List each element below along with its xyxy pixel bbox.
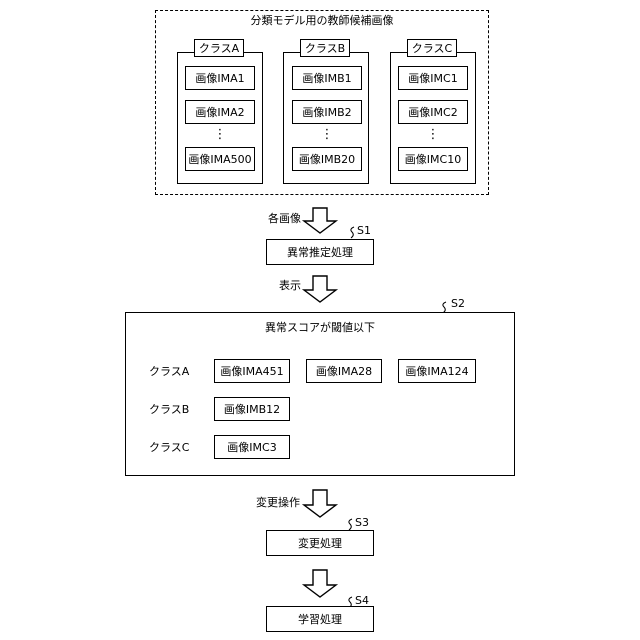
step-ref-s4: S4	[355, 595, 369, 606]
ref-line	[351, 227, 354, 238]
step-box-s1: 異常推定処理	[266, 239, 374, 265]
arrow-label: 表示	[279, 280, 301, 291]
down-arrow-icon	[304, 208, 336, 233]
result-item: 画像IMA124	[398, 359, 476, 383]
result-item: 画像IMA451	[214, 359, 290, 383]
result-item: 画像IMA28	[306, 359, 382, 383]
step-box-s4: 学習処理	[266, 606, 374, 632]
row-class-label: クラスA	[149, 366, 189, 377]
arrow-label: 各画像	[268, 213, 301, 224]
result-item: 画像IMC3	[214, 435, 290, 459]
row-class-label: クラスB	[149, 404, 189, 415]
step-ref-s2: S2	[451, 298, 465, 309]
result-item: 画像IMB12	[214, 397, 290, 421]
down-arrow-icon	[304, 490, 336, 517]
step-ref-s3: S3	[355, 517, 369, 528]
step-s2-title: 異常スコアが閾値以下	[125, 322, 515, 333]
down-arrow-icon	[304, 570, 336, 597]
step-ref-s1: S1	[357, 225, 371, 236]
down-arrow-icon	[304, 276, 336, 302]
ref-line	[349, 519, 352, 530]
row-class-label: クラスC	[149, 442, 189, 453]
arrow-label: 変更操作	[256, 497, 300, 508]
step-box-s3: 変更処理	[266, 530, 374, 556]
